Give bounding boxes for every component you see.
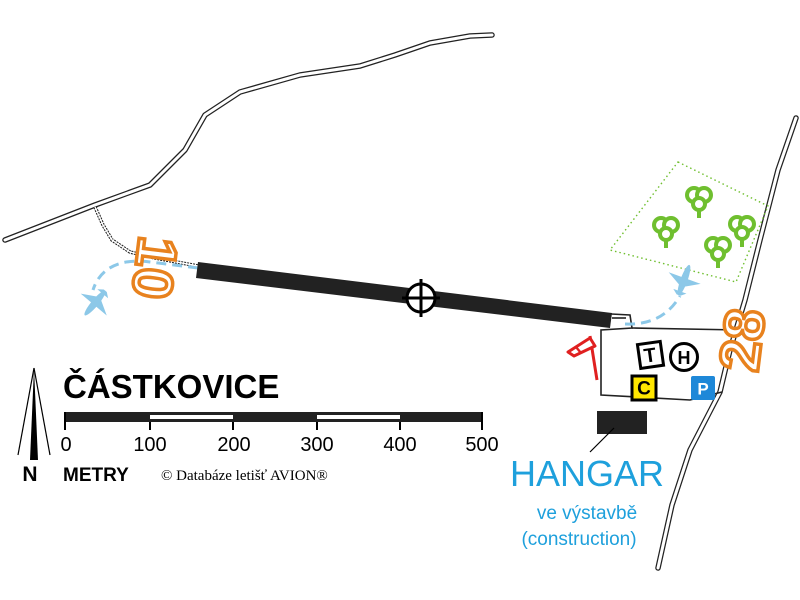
parking-badge: P (691, 376, 715, 400)
scale-unit: METRY (63, 465, 129, 486)
hangar-building (597, 411, 647, 434)
landing-t-label: T (643, 344, 658, 367)
landing-t-badge: T (635, 339, 666, 371)
runway (196, 262, 612, 328)
scale-tick-label: 400 (383, 434, 416, 456)
parking-label: P (697, 380, 708, 399)
hangar-note: (construction) (521, 529, 636, 550)
scale-tick-label: 100 (133, 434, 166, 456)
runway-designator-28: 28 (707, 305, 777, 375)
north-label: N (22, 463, 37, 486)
tree-icon (652, 186, 756, 268)
scale-tick-label: 500 (465, 434, 498, 456)
circuit-pattern (91, 259, 682, 326)
north-arrow-icon (17, 367, 51, 460)
runway-designator-10: 10 (120, 233, 190, 303)
main-road (2, 32, 495, 243)
arp-crosshair-icon (402, 279, 440, 317)
hangar-title: HANGAR (510, 453, 664, 494)
copyright-text: © Databáze letišť AVION® (161, 468, 328, 484)
hangar-subtitle: ve výstavbě (537, 503, 637, 524)
heliport-badge: H (669, 342, 699, 372)
side-road (655, 115, 799, 571)
scale-bar (64, 412, 483, 430)
hangar-leader-line (589, 427, 615, 453)
scale-tick-label: 200 (217, 434, 250, 456)
forest-area (608, 161, 769, 283)
heliport-label: H (678, 348, 691, 368)
airplane-icon (668, 264, 701, 296)
scale-tick-label: 300 (300, 434, 333, 456)
airport-name: ČÁSTKOVICE (63, 367, 279, 405)
scale-tick-label: 0 (60, 434, 71, 456)
windsock-icon (566, 335, 599, 381)
fuel-badge: C (630, 374, 658, 402)
access-track (93, 206, 199, 268)
fuel-label: C (637, 379, 651, 400)
